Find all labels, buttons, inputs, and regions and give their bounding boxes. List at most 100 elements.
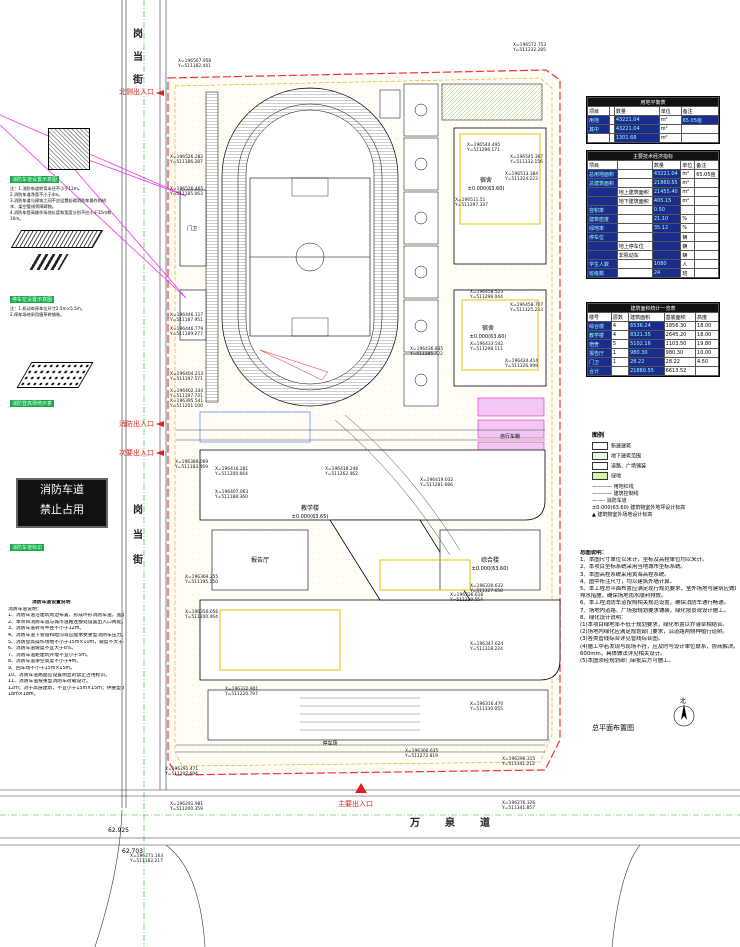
coordinate-label: X=196369.255 [185, 574, 218, 580]
detail-leader-lines [0, 114, 187, 299]
coordinate-label: Y=511318.224 [469, 646, 503, 652]
running-track [221, 87, 399, 407]
coordinate-label: Y=511272.819 [404, 753, 438, 759]
note-line: ±0.000(63.60) 建筑物室外地坪设计标高 [592, 505, 686, 511]
building-label-dorm2: 宿舍 [482, 324, 494, 332]
coordinate-label: X=196545.367 [510, 154, 543, 160]
coordinate-label: Y=511325.233 [509, 307, 543, 313]
sign-line-1: 消防车道 [40, 483, 84, 496]
building-elev-dorm2: ±0.000(63.60) [470, 334, 507, 340]
legend: 图例 新建建筑地下建筑范围道路、广场铺装绿地 ———— 用地红线———— 建筑控… [592, 430, 732, 518]
coordinate-label: X=196572.753 [513, 42, 546, 48]
table3-title: 建筑面积统计一览表 [587, 303, 719, 313]
note-line: 5、本工程总平面布置应满足现行规范要求，室外场地与建筑应做好 [580, 586, 736, 593]
note-line: ▲ 建筑物室外场地设计标高 [592, 512, 653, 518]
note-line: 9、回车场不小于15m×15m。 [8, 665, 76, 671]
coordinate-label: X=196424.414 [505, 358, 538, 364]
note-line: 1、消防车道沿建筑周边布置，形成环形消防车道，宽度不小于4m。 [8, 613, 124, 619]
note-line: 6、消防车道坡度不宜大于8%。 [8, 646, 77, 652]
note-line: ———— 用地红线 [592, 484, 634, 490]
entrance-label-main: 主要出入口 [338, 799, 373, 808]
road-name-west-6: 街 [132, 553, 143, 566]
teaching-complex: 教学楼 ±0.000(63.65) 报告厅 综合楼 ±0.000(63.60) … [187, 225, 561, 747]
coordinate-label: X=196526.465 [170, 186, 203, 192]
note-line: 4、图中所注尺寸，均以建筑外墙计算。 [580, 578, 676, 585]
legend-swatch [592, 442, 608, 450]
building-label-parking: 停车场 [322, 740, 337, 747]
note-line: 2、本项目消防车道与城市道路连接处设置出入口两处。 [8, 619, 124, 625]
coordinate-label: Y=511197.571 [169, 376, 203, 382]
left-title-4: 消防车道标识 [10, 544, 45, 551]
coordinate-labels: X=196567.958Y=511182.441X=196572.753Y=51… [129, 42, 546, 864]
coordinate-label: Y=511327.658 [469, 588, 503, 594]
coordinate-label: Y=511262.462 [324, 471, 358, 477]
building-elev-dorm1: ±0.000(63.60) [468, 186, 505, 192]
left-title-1: 消防车道设置示意图 [10, 176, 60, 183]
coordinate-label: X=196446.117 [170, 312, 203, 318]
coordinate-label: X=196458.523 [470, 289, 503, 295]
coordinate-label: Y=511220.797 [224, 691, 258, 697]
general-notes: 总图说明： 1、本图尺寸单位以米计，坐标及高程单位均以米计。2、本项目坐标系统采… [580, 550, 736, 665]
note-line: 11、消防车道按重型消防车荷载设计。 [8, 679, 91, 685]
note-line: ———— 建筑控制线 [592, 491, 639, 497]
coordinate-label: Y=511187.951 [169, 317, 203, 323]
road-name-west-5: 当 [133, 528, 143, 541]
sign-line-2: 禁止占用 [40, 503, 84, 516]
coordinate-label: X=196330.632 [470, 583, 503, 589]
coordinate-label: Y=511201.100 [169, 403, 203, 409]
building-label-bike: 自行车棚 [500, 433, 520, 440]
coordinate-label: X=196526.282 [170, 154, 203, 160]
note-line: 3.消防车道与建筑之间不应设置妨碍消防车操作的树木、架空管线等障碍物。 [10, 198, 107, 209]
general-notes-title: 总图说明： [580, 550, 607, 556]
coordinate-label: X=196350.056 [185, 609, 218, 615]
road-names: 岗 当 街 岗 当 街 万 泉 道 [132, 27, 490, 829]
coordinate-label: X=196458.707 [510, 302, 543, 308]
table1-title: 用地平衡表 [587, 97, 719, 107]
elevation-s2: 62.703 [122, 848, 143, 855]
coordinate-label: X=196446.779 [170, 326, 203, 332]
coordinate-label: Y=511195.150 [184, 579, 218, 585]
note-line: 注：1.机动车停车位尺寸2.5m×5.5m。 [10, 306, 86, 311]
sports-courts [379, 83, 543, 407]
note-line: 消防车道说明： [8, 606, 42, 612]
building-label-gate: 门卫 [187, 225, 197, 232]
note-line: 1、本图尺寸单位以米计，坐标及高程单位均以米计。 [580, 557, 708, 564]
table-row: 非机动车辆 [587, 250, 719, 260]
note-line: 3、消防车道转弯半径不小于12m。 [8, 626, 85, 632]
coordinate-label: Y=511186.287 [169, 159, 203, 165]
gate-house-2 [179, 289, 207, 341]
coordinate-label: Y=511189.277 [169, 331, 203, 337]
note-line: 8、绿化设计说明： [580, 614, 627, 621]
coordinate-label: X=196291.981 [170, 801, 203, 807]
road-name-west-1: 岗 [133, 27, 143, 40]
note-line: (3)各类管线综合详见管线综合图。 [580, 636, 664, 643]
note-line: 2.消防车道净宽不小于4m。 [10, 192, 63, 197]
coordinate-label: X=196436.835 [410, 346, 443, 352]
building-elev-teach: ±0.000(63.65) [292, 514, 329, 520]
coordinate-label: X=196389.069 [175, 459, 208, 465]
dormitory-blocks: 宿舍 ±0.000(63.60) 宿舍 ±0.000(63.60) [453, 127, 547, 387]
coordinate-label: Y=511197.731 [169, 393, 203, 399]
note-line: (2)场地内绿化应满足规划部门要求，沿道路两侧种植行道树。 [580, 629, 728, 636]
elevation-se: 62.925 [108, 827, 129, 834]
road-name-west-4: 岗 [133, 503, 143, 516]
coordinate-label: X=196433.542 [470, 341, 503, 347]
entrance-markers: 北侧出入口 消防出入口 次要出入口 主要出入口 [119, 87, 373, 808]
note-line: 7、消防车道距建筑外墙不宜小于5m。 [8, 652, 91, 658]
note-line: 7、场地内道路、广场按规划要求铺装，绿化按景观设计施工。 [580, 607, 729, 614]
coordinate-label: Y=511341.857 [501, 805, 535, 811]
building-label-teach: 教学楼 [301, 504, 319, 512]
note-line: 18m×18m。 [8, 692, 39, 698]
coordinate-label: Y=511219.554 [449, 597, 483, 603]
coordinate-label: Y=511332.285 [512, 47, 546, 53]
